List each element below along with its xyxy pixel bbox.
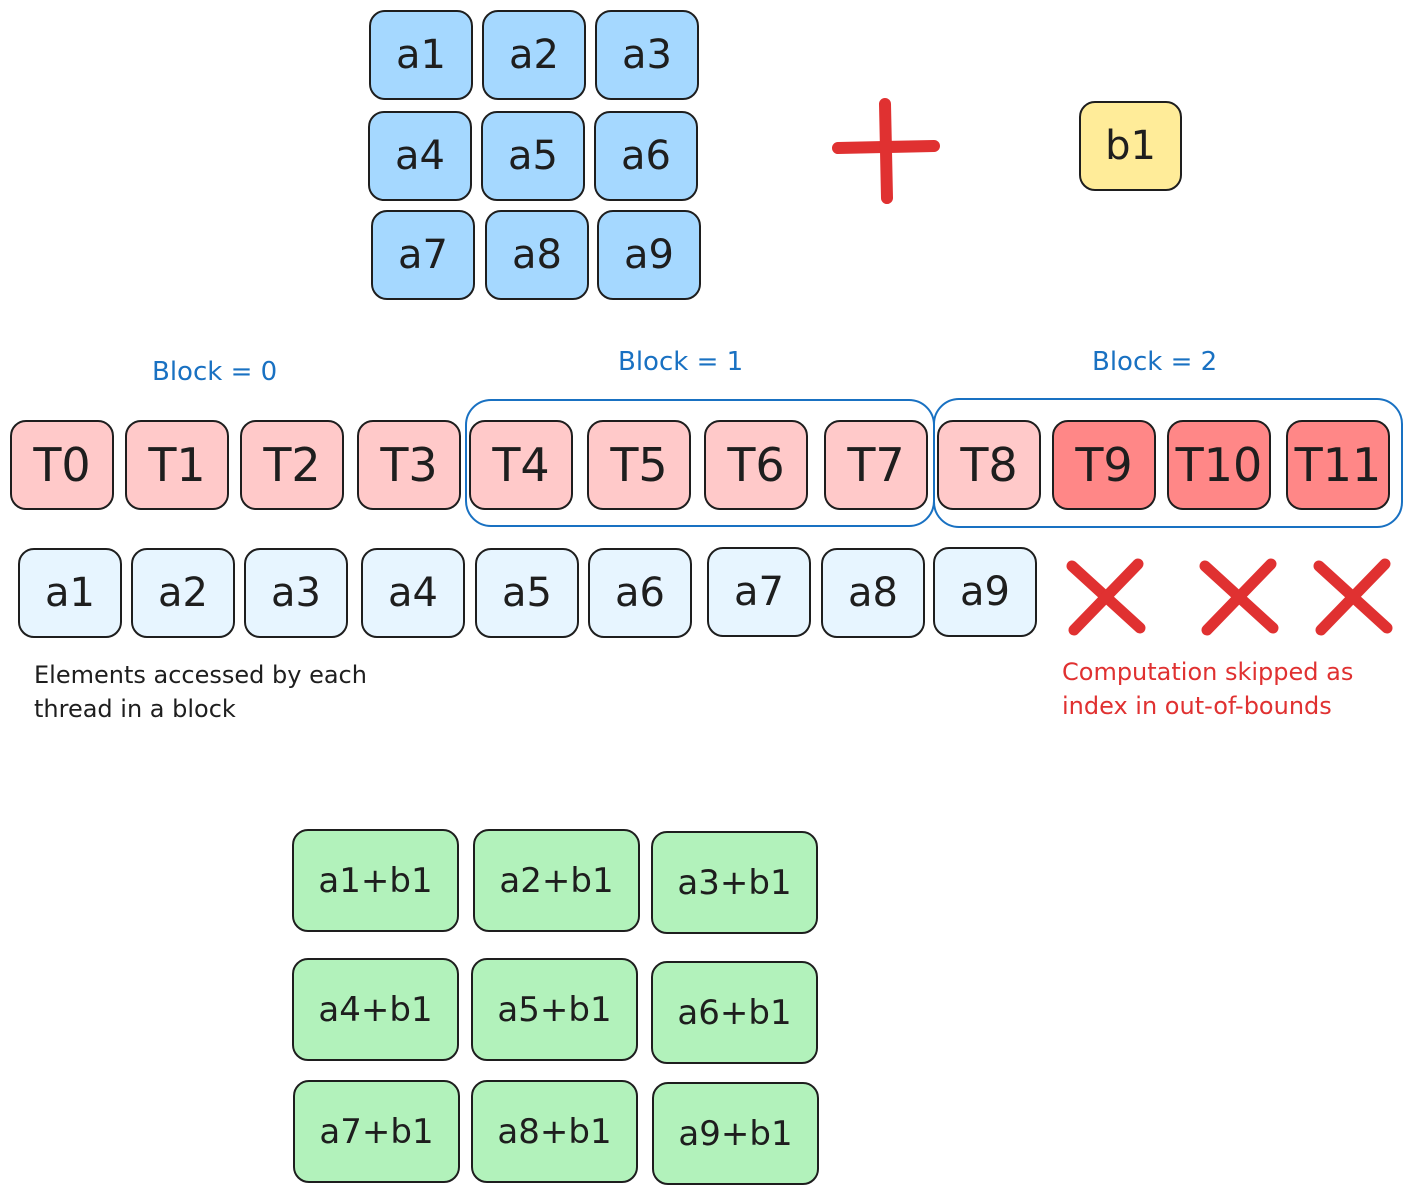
matrix-a-cell: a9 [597, 210, 701, 300]
result-cell: a8+b1 [471, 1080, 638, 1183]
thread-cell-out-of-bounds: T10 [1167, 420, 1271, 510]
block-label-1: Block = 1 [618, 347, 744, 377]
matrix-a-cell: a8 [485, 210, 589, 300]
thread-cell: T8 [937, 420, 1041, 510]
result-cell: a2+b1 [473, 829, 640, 932]
result-cell: a4+b1 [292, 958, 459, 1061]
access-note-line: Elements accessed by each [34, 661, 367, 689]
matrix-a-cell: a5 [481, 111, 585, 201]
access-note-line: thread in a block [34, 695, 236, 723]
element-cell: a1 [18, 548, 122, 638]
thread-cell: T2 [240, 420, 344, 510]
cross-icon [1199, 558, 1279, 636]
matrix-a-cell: a1 [369, 10, 473, 100]
result-cell: a9+b1 [652, 1082, 819, 1185]
skipped-note: Computation skipped as index in out-of-b… [1062, 655, 1353, 723]
thread-cell: T0 [10, 420, 114, 510]
cross-icon [1313, 558, 1393, 636]
element-cell: a5 [475, 548, 579, 638]
thread-cell-out-of-bounds: T9 [1052, 420, 1156, 510]
thread-cell: T5 [587, 420, 691, 510]
element-cell: a8 [821, 548, 925, 638]
block-label-2: Block = 2 [1092, 347, 1218, 377]
skipped-note-line: Computation skipped as [1062, 658, 1354, 686]
matrix-a-cell: a4 [368, 111, 472, 201]
element-cell: a7 [707, 547, 811, 637]
element-cell: a9 [933, 547, 1037, 637]
block-label-0: Block = 0 [152, 357, 278, 387]
result-cell: a3+b1 [651, 831, 818, 934]
plus-icon [832, 98, 940, 204]
thread-cell: T6 [704, 420, 808, 510]
scalar-b: b1 [1079, 101, 1182, 191]
thread-cell: T7 [824, 420, 928, 510]
matrix-a-cell: a6 [594, 111, 698, 201]
matrix-a-cell: a3 [595, 10, 699, 100]
result-cell: a5+b1 [471, 958, 638, 1061]
result-cell: a1+b1 [292, 829, 459, 932]
thread-cell: T4 [469, 420, 573, 510]
matrix-a-cell: a2 [482, 10, 586, 100]
element-cell: a6 [588, 548, 692, 638]
thread-cell: T1 [125, 420, 229, 510]
element-cell: a3 [244, 548, 348, 638]
matrix-a-cell: a7 [371, 210, 475, 300]
block-outline-2 [933, 398, 1403, 528]
element-cell: a2 [131, 548, 235, 638]
access-note: Elements accessed by each thread in a bl… [34, 658, 367, 726]
result-cell: a6+b1 [651, 961, 818, 1064]
result-cell: a7+b1 [293, 1080, 460, 1183]
thread-cell: T3 [357, 420, 461, 510]
thread-cell-out-of-bounds: T11 [1286, 420, 1390, 510]
cross-icon [1066, 558, 1146, 636]
element-cell: a4 [361, 548, 465, 638]
skipped-note-line: index in out-of-bounds [1062, 692, 1332, 720]
